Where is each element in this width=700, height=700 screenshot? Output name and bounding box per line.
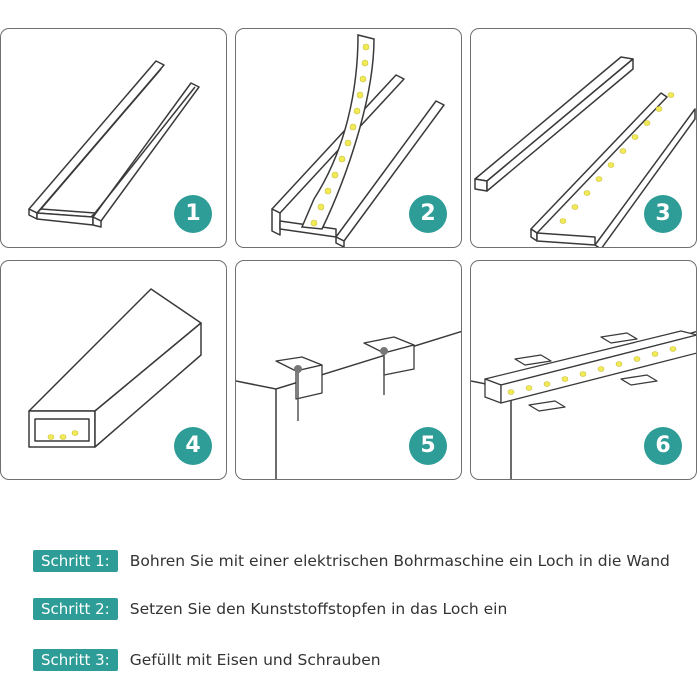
step-row-3: Schritt 3: Gefüllt mit Eisen und Schraub…	[33, 649, 381, 671]
installed-profile-illustration	[471, 330, 696, 479]
step-number-badge: 4	[174, 427, 212, 465]
step-row-2: Schritt 2: Setzen Sie den Kunststoffstop…	[33, 598, 507, 620]
step-text: Bohren Sie mit einer elektrischen Bohrma…	[129, 552, 670, 570]
step-panel-4: 4	[0, 260, 227, 480]
step-label: Schritt 2:	[33, 598, 118, 620]
aluminum-channel-illustration	[28, 60, 200, 228]
led-strip-insertion-illustration	[271, 34, 445, 247]
step-number-badge: 3	[644, 195, 682, 233]
step-number-badge: 5	[409, 427, 447, 465]
step-text: Gefüllt mit Eisen und Schrauben	[129, 651, 381, 669]
closed-profile-illustration	[28, 288, 202, 448]
step-number-badge: 6	[644, 427, 682, 465]
step-row-1: Schritt 1: Bohren Sie mit einer elektris…	[33, 550, 670, 572]
step-panel-5: 5	[235, 260, 462, 480]
mounting-bracket-illustration	[236, 330, 461, 479]
step-label: Schritt 3:	[33, 649, 118, 671]
step-panel-2: 2	[235, 28, 462, 248]
cover-placement-illustration	[474, 56, 696, 247]
step-panel-3: 3	[470, 28, 697, 248]
step-text: Setzen Sie den Kunststoffstopfen in das …	[129, 600, 508, 618]
step-number-badge: 1	[174, 195, 212, 233]
step-panel-6: 6	[470, 260, 697, 480]
step-label: Schritt 1:	[33, 550, 118, 572]
step-number-badge: 2	[409, 195, 447, 233]
step-panel-1: 1	[0, 28, 227, 248]
